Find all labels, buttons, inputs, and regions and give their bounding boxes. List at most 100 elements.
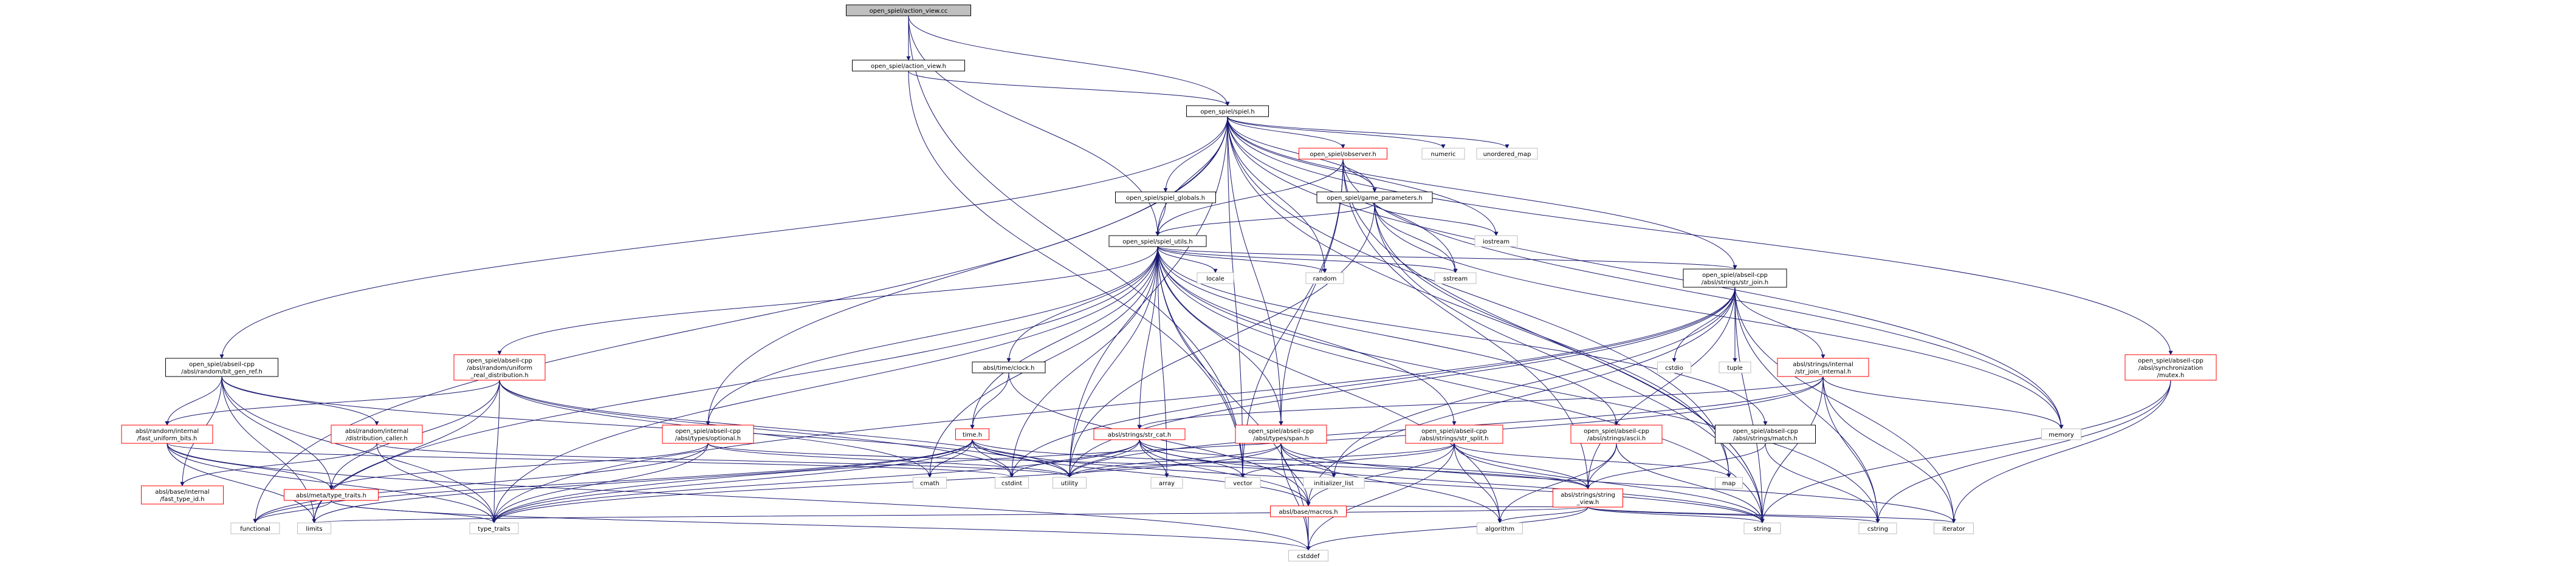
edge-span_h-to-cstddef xyxy=(1280,443,1311,551)
node-label: open_spiel/spiel_globals.h xyxy=(1126,195,1205,202)
node-tuple: tuple xyxy=(1719,361,1751,373)
node-game-parameters-h[interactable]: open_spiel/game_parameters.h xyxy=(1316,191,1433,203)
edge-spiel_h-to-bit_gen_ref_h xyxy=(219,116,1228,359)
edge-str_cat_h-to-array xyxy=(1139,439,1169,478)
node-observer-h[interactable]: open_spiel/observer.h xyxy=(1299,148,1387,160)
edge-str_split_h-to-string xyxy=(1454,443,1765,523)
node-numeric: numeric xyxy=(1421,148,1465,160)
node-time-h[interactable]: time.h xyxy=(955,428,989,440)
node-label: array xyxy=(1159,480,1175,487)
node-label: cstdint xyxy=(1001,480,1022,487)
edge-string_view_h-to-macros_h xyxy=(1308,505,1589,511)
edge-spiel_utils_h-to-ascii_h xyxy=(1157,246,1619,426)
node-str-join-h[interactable]: open_spiel/abseil-cpp/absl/strings/str_j… xyxy=(1683,268,1787,288)
edge-str_join_internal_h-to-string xyxy=(1760,376,1824,523)
node-label: /absl/types/optional.h xyxy=(675,435,741,442)
node-label: open_spiel/abseil-cpp xyxy=(2138,358,2203,364)
edge-mutex_h-to-string xyxy=(1760,380,2171,523)
edge-spiel_h-to-observer_h xyxy=(1227,116,1345,149)
edge-ascii_h-to-string_view_h xyxy=(1585,443,1617,489)
node-label: open_spiel/abseil-cpp xyxy=(467,358,532,364)
node-span-h[interactable]: open_spiel/abseil-cpp/absl/types/span.h xyxy=(1235,424,1327,444)
node-label: unordered_map xyxy=(1483,151,1531,158)
edge-observer_h-to-game_parameters_h xyxy=(1342,159,1377,193)
node-str-join-internal-h[interactable]: absl/strings/internal/str_join_internal.… xyxy=(1777,358,1869,377)
node-spiel-utils-h[interactable]: open_spiel/spiel_utils.h xyxy=(1108,235,1207,247)
edge-time_h-to-string xyxy=(972,439,1765,523)
edge-spiel_h-to-map xyxy=(1227,116,1731,478)
node-box xyxy=(1108,235,1207,247)
edge-str_cat_h-to-utility xyxy=(1067,439,1140,478)
node-label: algorithm xyxy=(1485,526,1514,533)
edge-spiel_utils_h-to-str_join_h xyxy=(1157,246,1737,270)
edge-spiel_utils_h-to-cstring xyxy=(1157,246,1880,523)
node-box xyxy=(284,489,379,501)
dependency-edges xyxy=(165,15,2173,551)
node-label: /absl/synchronization xyxy=(2138,365,2203,372)
edge-str_cat_h-to-macros_h xyxy=(1139,439,1311,506)
node-distribution-caller-h[interactable]: absl/random/internal/distribution_caller… xyxy=(331,424,423,444)
node-uniform-real-h[interactable]: open_spiel/abseil-cpp/absl/random/unifor… xyxy=(453,354,546,381)
node-str-cat-h[interactable]: absl/strings/str_cat.h xyxy=(1093,428,1186,440)
node-root[interactable]: open_spiel/action_view.cc xyxy=(846,4,971,16)
edge-spiel_utils_h-to-limits xyxy=(312,246,1158,523)
edge-str_join_h-to-cstring xyxy=(1734,287,1880,523)
node-label: memory xyxy=(2049,432,2074,438)
node-clock-h[interactable]: absl/time/clock.h xyxy=(972,361,1046,373)
node-box xyxy=(1405,424,1503,444)
node-label: /fast_type_id.h xyxy=(160,496,204,503)
node-label: /distribution_caller.h xyxy=(346,435,407,442)
node-match-h[interactable]: open_spiel/abseil-cpp/absl/strings/match… xyxy=(1715,424,1816,444)
edge-distribution_caller_h-to-utility xyxy=(376,443,1072,478)
node-macros-h[interactable]: absl/base/macros.h xyxy=(1270,505,1347,517)
node-label: functional xyxy=(240,526,270,533)
node-ascii-h[interactable]: open_spiel/abseil-cpp/absl/strings/ascii… xyxy=(1570,424,1663,444)
dependency-nodes: open_spiel/action_view.cc open_spiel/acti… xyxy=(121,4,2217,562)
node-spiel-globals-h[interactable]: open_spiel/spiel_globals.h xyxy=(1115,191,1216,203)
edge-spiel_h-to-iostream xyxy=(1227,116,1499,236)
node-box xyxy=(1657,361,1691,373)
node-spiel-h[interactable]: open_spiel/spiel.h xyxy=(1186,105,1269,117)
node-box xyxy=(1303,477,1365,489)
node-label: absl/time/clock.h xyxy=(983,365,1035,372)
edge-spiel_utils_h-to-algorithm xyxy=(1157,246,1502,523)
edge-observer_h-to-spiel_utils_h xyxy=(1155,159,1344,236)
node-box xyxy=(1270,505,1347,517)
edge-spiel_utils_h-to-match_h xyxy=(1157,246,1768,426)
node-optional-h[interactable]: open_spiel/abseil-cpp/absl/types/optiona… xyxy=(662,424,754,444)
edge-clock_h-to-time_h xyxy=(970,372,1009,429)
edge-game_parameters_h-to-utility xyxy=(1067,202,1375,478)
node-iostream: iostream xyxy=(1474,235,1518,247)
node-label: open_spiel/abseil-cpp xyxy=(189,361,255,368)
node-fast-type-id-h[interactable]: absl/base/internal/fast_type_id.h xyxy=(141,485,224,505)
edge-spiel_h-to-optional_h xyxy=(706,116,1228,426)
edge-str_split_h-to-vector xyxy=(1240,443,1455,478)
node-string-view-h[interactable]: absl/strings/string_view.h xyxy=(1553,488,1623,508)
edge-str_join_h-to-str_join_internal_h xyxy=(1734,287,1826,359)
node-label: limits xyxy=(306,526,322,533)
edge-uniform_real_h-to-cstdint xyxy=(499,380,1014,478)
node-box xyxy=(121,424,213,444)
edge-bit_gen_ref_h-to-distribution_caller_h xyxy=(221,376,379,426)
node-str-split-h[interactable]: open_spiel/abseil-cpp/absl/strings/str_s… xyxy=(1405,424,1503,444)
node-action-view-h[interactable]: open_spiel/action_view.h xyxy=(852,60,965,72)
node-mutex-h[interactable]: open_spiel/abseil-cpp/absl/synchronizati… xyxy=(2124,354,2217,381)
node-label: /absl/types/span.h xyxy=(1253,435,1309,442)
edge-str_split_h-to-map xyxy=(1454,443,1731,478)
node-iterator: iterator xyxy=(1934,522,1974,534)
node-label: open_spiel/abseil-cpp xyxy=(1584,428,1649,435)
node-box xyxy=(1197,272,1234,284)
node-box xyxy=(1743,522,1781,534)
edge-bit_gen_ref_h-to-type_traits_h xyxy=(221,376,334,490)
node-box xyxy=(955,428,989,440)
edge-span_h-to-macros_h xyxy=(1280,443,1311,506)
edge-str_cat_h-to-vector xyxy=(1139,439,1245,478)
node-label: absl/random/internal xyxy=(136,428,199,435)
node-label: _view.h xyxy=(1576,499,1599,506)
edge-spiel_h-to-vector xyxy=(1227,116,1245,478)
edge-uniform_real_h-to-fast_uniform_bits_h xyxy=(165,380,500,426)
node-fast-uniform-bits-h[interactable]: absl/random/internal/fast_uniform_bits.h xyxy=(121,424,213,444)
node-bit-gen-ref-h[interactable]: open_spiel/abseil-cpp/absl/random/bit_ge… xyxy=(165,358,278,377)
node-box xyxy=(1715,424,1816,444)
node-type-traits-h[interactable]: absl/meta/type_traits.h xyxy=(284,489,379,501)
